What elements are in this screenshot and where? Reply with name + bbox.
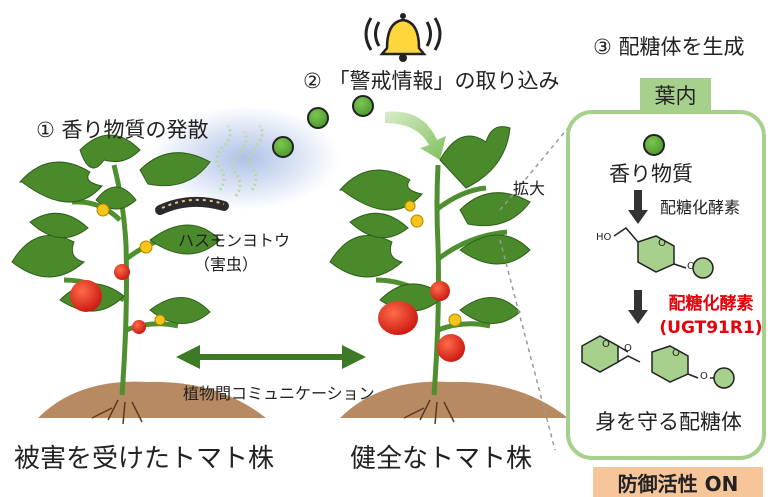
o-link3-label: O bbox=[700, 371, 708, 382]
damaged-plant bbox=[11, 134, 266, 425]
step1-label: ① 香り物質の発散 bbox=[36, 118, 209, 142]
pest-name: ハスモンヨトウ bbox=[178, 231, 291, 250]
healthy-plant bbox=[329, 126, 568, 425]
step3-label: ③ 配糖体を生成 bbox=[593, 35, 745, 59]
uptake-arrow bbox=[385, 111, 446, 160]
down-arrow-1 bbox=[628, 190, 648, 224]
aroma-balls bbox=[272, 95, 374, 158]
o-ring1-label: O bbox=[658, 238, 666, 249]
step2-label: ② 「警戒情報」の取り込み bbox=[303, 69, 560, 93]
scent-cloud bbox=[150, 106, 340, 210]
caterpillar-icon bbox=[155, 196, 229, 215]
zoom-label: 拡大 bbox=[513, 179, 546, 198]
ho-label: HO bbox=[596, 232, 612, 243]
o-ring3-label: O bbox=[672, 348, 680, 359]
o-link2-label: O bbox=[624, 343, 632, 354]
leaf-interior-tag: 葉内 bbox=[640, 78, 711, 112]
enzyme-code-label: (UGT91R1) bbox=[659, 318, 763, 338]
defense-on-tag: 防御活性 ON bbox=[593, 467, 763, 497]
aroma-molecule-icon bbox=[215, 125, 264, 197]
zoom-lines bbox=[499, 127, 569, 451]
panel-aroma-ball bbox=[643, 134, 665, 156]
molecule-single bbox=[613, 227, 714, 279]
result-label: 身を守る配糖体 bbox=[595, 410, 742, 434]
leaf-interior-panel bbox=[566, 110, 766, 460]
damaged-plant-label: 被害を受けたトマト株 bbox=[14, 444, 275, 474]
down-arrow-2 bbox=[628, 290, 648, 324]
bell-icon bbox=[364, 13, 442, 62]
molecule-glycoside bbox=[581, 335, 735, 389]
healthy-plant-label: 健全なトマト株 bbox=[350, 444, 533, 474]
aroma-label: 香り物質 bbox=[609, 162, 693, 186]
enzyme-red-label: 配糖化酵素 bbox=[668, 294, 754, 314]
communication-label: 植物間コミュニケーション bbox=[183, 384, 375, 403]
pest-note: （害虫） bbox=[194, 255, 259, 274]
enzyme-label: 配糖化酵素 bbox=[660, 198, 741, 217]
o-ring2-label: O bbox=[602, 339, 610, 350]
o-link1-label: O bbox=[687, 261, 695, 272]
communication-arrow bbox=[176, 345, 366, 369]
